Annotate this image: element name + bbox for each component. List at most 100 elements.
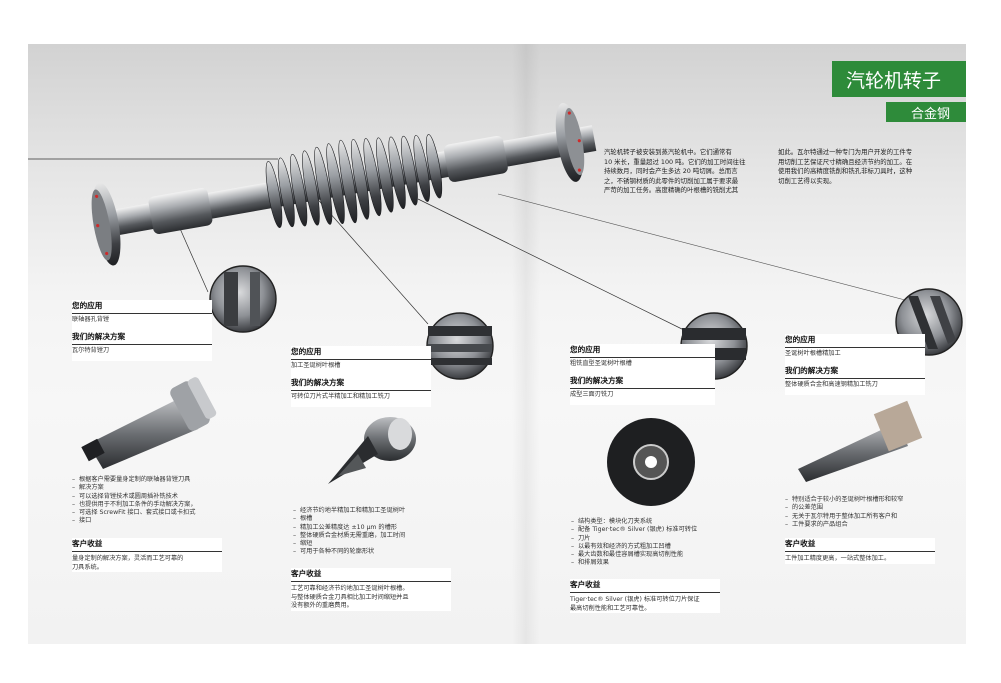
rotor-shaft xyxy=(91,102,597,266)
benefit-line: 工件加工精度更高，一站式整体加工。 xyxy=(785,555,891,562)
benefit-block-3: 客户收益 Tiger·tec® Silver (银虎) 标准可转位刀片保证 最高… xyxy=(570,579,720,614)
feature-list-4: 特别适合于较小的圣诞树叶根槽形和较窄 的公差范围 无关于瓦尔特用于整体加工所有客… xyxy=(785,496,945,529)
brochure-spread: 汽轮机转子 合金钢 汽轮机转子被安装到蒸汽轮机中。它们通常有 10 米长，重量超… xyxy=(28,44,966,644)
back-boring-tool xyxy=(81,377,217,469)
solid-carbide-finishing-cutter xyxy=(798,400,923,482)
benefit-block-2: 客户收益 工艺可靠和经济节约地加工圣诞树叶根槽。 与整体硬质合金刀具相比加工时间… xyxy=(291,568,451,611)
rotor-disc xyxy=(400,135,418,206)
list-item: 刀片 xyxy=(571,535,731,544)
list-item: 配备 Tiger·tec® Silver (银虎) 标准可转位 xyxy=(571,526,731,535)
list-item: 精加工公差精度达 ±10 μm 的槽形 xyxy=(293,524,453,533)
intro-left: 汽轮机转子被安装到蒸汽轮机中。它们通常有 10 米长，重量超过 100 吨。它们… xyxy=(604,148,764,196)
solution-value: 瓦尔特背镗刀 xyxy=(72,346,110,354)
intro-line: 汽轮机转子被安装到蒸汽轮机中。它们通常有 xyxy=(604,148,732,156)
benefit-line: 最高切削性能和工艺可靠性。 xyxy=(570,604,651,612)
intro-line: 用切削工艺保证尺寸精确且经济节约的加工。在 xyxy=(778,157,913,166)
intro-line: 持续数月，同时会产生多达 20 吨切屑。总而言 xyxy=(604,167,738,176)
intro-line: 使用我们的高精度铣削和铣孔非标刀具时，这种 xyxy=(778,167,913,176)
solution-value: 整体硬质合金和高速钢精加工铣刀 xyxy=(785,380,878,388)
leader-line xyxy=(177,223,209,293)
list-item: 工件要求的产品组合 xyxy=(785,521,945,530)
benefit-line: 与整体硬质合金刀具相比加工时间缩短并且 xyxy=(291,593,409,601)
list-item: 无关于瓦尔特用于整体加工所有客户和 xyxy=(785,513,945,522)
benefit-label: 客户收益 xyxy=(785,538,935,552)
rotor-disc xyxy=(413,135,430,202)
list-item: 可选择 ScrewFit 接口、套式接口或卡扣式 xyxy=(72,509,222,518)
fir-tree-milling-cutter xyxy=(328,417,416,484)
list-item: 和排屑效果 xyxy=(571,559,731,568)
application-value: 联轴器孔背镗 xyxy=(72,316,110,323)
rotor-disc xyxy=(290,154,308,227)
section-card-2: 您的应用 加工圣诞树叶根槽 我们的解决方案 可转位刀片式半精加工和精加工铣刀 xyxy=(291,346,431,408)
application-label: 您的应用 xyxy=(570,344,715,358)
benefit-block-1: 客户收益 量身定制的解决方案，灵活而工艺可靠的 刀具系统。 xyxy=(72,538,222,573)
benefit-label: 客户收益 xyxy=(570,579,720,593)
rotor-disc xyxy=(350,139,370,220)
list-item: 解决方案 xyxy=(72,484,222,493)
solution-value: 可转位刀片式半精加工和精加工铣刀 xyxy=(291,392,390,400)
benefit-label: 客户收益 xyxy=(72,538,222,552)
benefit-line: 刀具系统。 xyxy=(72,563,103,571)
intro-line: 切削工艺得以实现。 xyxy=(778,176,836,185)
leader-line xyxy=(497,193,929,307)
list-item: 的公差范围 xyxy=(785,504,945,513)
solution-label: 我们的解决方案 xyxy=(72,331,212,345)
application-value: 粗铣直型圣诞树叶根槽 xyxy=(570,360,632,367)
section-card-1: 您的应用 联轴器孔背镗 我们的解决方案 瓦尔特背镗刀 xyxy=(72,300,212,362)
intro-line: 如此。瓦尔特通过一种专门为用户开发的工件专 xyxy=(778,148,913,156)
disc-milling-cutter xyxy=(607,418,695,506)
benefit-line: 量身定制的解决方案，灵活而工艺可靠的 xyxy=(72,555,184,562)
rotor-disc xyxy=(265,161,283,228)
rotor-disc xyxy=(388,136,406,209)
detail-lens-1 xyxy=(209,265,277,333)
page-title: 汽轮机转子 xyxy=(832,61,966,97)
benefit-block-4: 客户收益 工件加工精度更高，一站式整体加工。 xyxy=(785,538,935,564)
detail-lens-2 xyxy=(426,312,494,380)
rotor-disc xyxy=(363,138,382,217)
feature-list-2: 经济节约地半精加工和精加工圣诞树叶 根槽 精加工公差精度达 ±10 μm 的槽形… xyxy=(293,507,453,557)
benefit-line: Tiger·tec® Silver (银虎) 标准可转位刀片保证 xyxy=(570,596,700,603)
application-label: 您的应用 xyxy=(72,300,212,314)
application-label: 您的应用 xyxy=(291,346,431,360)
list-item: 可用于各种不同的轮廓形状 xyxy=(293,548,453,557)
list-item: 根据客户需要量身定制的联轴器背镗刀具 xyxy=(72,476,222,485)
solution-value: 成型三面刃铣刀 xyxy=(570,390,614,398)
list-item: 结构类型：模块化刀夹系统 xyxy=(571,518,731,527)
list-item: 缩短 xyxy=(293,540,453,549)
rotor-disc xyxy=(326,143,345,224)
rotor-disc xyxy=(338,139,358,224)
page-subtitle: 合金钢 xyxy=(886,102,966,122)
rotor-disc xyxy=(277,157,295,228)
intro-line: 严苛的加工任务。高度精确的叶根槽的铣削尤其 xyxy=(604,186,739,195)
solution-label: 我们的解决方案 xyxy=(785,365,925,379)
feature-list-1: 根据客户需要量身定制的联轴器背镗刀具 解决方案 可以选择背镗技术或圆周插补铣技术… xyxy=(72,476,222,526)
application-value: 圣诞树叶根槽精加工 xyxy=(785,350,841,357)
intro-line: 10 米长，重量超过 100 吨。它们的加工时间往往 xyxy=(604,157,746,166)
list-item: 整体硬质合金材质无需重磨，加工时间 xyxy=(293,532,453,541)
application-value: 加工圣诞树叶根槽 xyxy=(291,362,341,369)
list-item: 也提供用于不利加工条件的手动解决方案， xyxy=(72,501,222,510)
application-label: 您的应用 xyxy=(785,334,925,348)
solution-label: 我们的解决方案 xyxy=(570,375,715,389)
list-item: 经济节约地半精加工和精加工圣诞树叶 xyxy=(293,507,453,516)
benefit-line: 工艺可靠和经济节约地加工圣诞树叶根槽。 xyxy=(291,585,409,592)
list-item: 根槽 xyxy=(293,515,453,524)
rotor-disc xyxy=(375,137,394,213)
section-card-4: 您的应用 圣诞树叶根槽精加工 我们的解决方案 整体硬质合金和高速钢精加工铣刀 xyxy=(785,334,925,396)
list-item: 以最有效和经济的方式粗加工凹槽 xyxy=(571,543,731,552)
leader-line xyxy=(417,198,689,333)
list-item: 特别适合于较小的圣诞树叶根槽形和较窄 xyxy=(785,496,945,505)
rotor-disc xyxy=(302,150,320,226)
benefit-line: 没有额外的重磨费用。 xyxy=(291,602,353,610)
feature-list-3: 结构类型：模块化刀夹系统 配备 Tiger·tec® Silver (银虎) 标… xyxy=(571,518,731,568)
list-item: 最大齿数和最佳容屑槽实现高切削性能 xyxy=(571,551,731,560)
intro-line: 之，不锈钢材质的此零件的切削加工属于要求最 xyxy=(604,176,739,185)
solution-label: 我们的解决方案 xyxy=(291,377,431,391)
list-item: 接口 xyxy=(72,517,222,526)
benefit-label: 客户收益 xyxy=(291,568,451,582)
rotor-disc xyxy=(425,134,443,199)
intro-right: 如此。瓦尔特通过一种专门为用户开发的工件专 用切削工艺保证尺寸精确且经济节约的加… xyxy=(778,148,943,186)
rotor-disc xyxy=(314,146,333,225)
section-card-3: 您的应用 粗铣直型圣诞树叶根槽 我们的解决方案 成型三面刃铣刀 xyxy=(570,344,715,406)
list-item: 可以选择背镗技术或圆周插补铣技术 xyxy=(72,493,222,502)
